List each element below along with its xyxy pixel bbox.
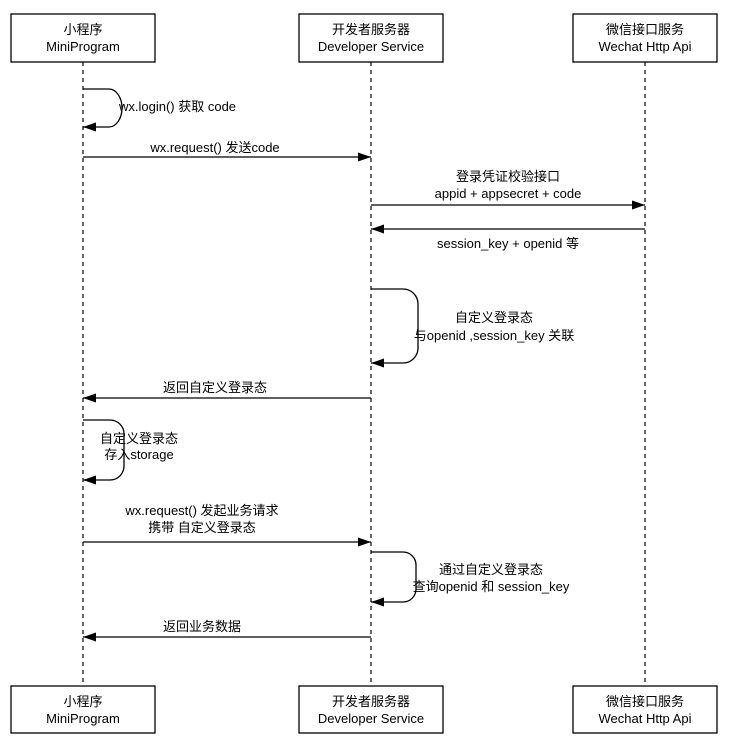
actor-name-en: Developer Service <box>318 39 424 54</box>
message-wx-login-self: wx.login() 获取 code <box>83 88 236 132</box>
actor-name-en: MiniProgram <box>46 39 120 54</box>
actor-name-en: MiniProgram <box>46 711 120 726</box>
actor-bottom-developer-service: 开发者服务器 Developer Service <box>298 685 444 734</box>
actor-box <box>10 685 156 734</box>
message-label-line2: 与openid ,session_key 关联 <box>414 328 574 343</box>
message-label: 返回自定义登录态 <box>163 380 267 395</box>
actor-top-developer-service: 开发者服务器 Developer Service <box>298 13 444 63</box>
message-label-line2: appid + appsecret + code <box>435 186 582 201</box>
actor-name-zh: 小程序 <box>63 694 102 709</box>
message-arrow <box>83 419 125 485</box>
message-label: session_key + openid 等 <box>437 236 579 251</box>
message-label: wx.request() 发送code <box>149 140 279 155</box>
message-label: wx.login() 获取 code <box>118 99 236 114</box>
actor-box <box>298 685 444 734</box>
message-label-line1: 自定义登录态 <box>100 431 178 446</box>
message-return-login-state: 返回自定义登录态 <box>83 380 371 403</box>
message-arrow <box>371 551 417 607</box>
message-business-request: wx.request() 发起业务请求 携带 自定义登录态 <box>83 503 371 547</box>
message-send-code: wx.request() 发送code <box>83 140 371 162</box>
actor-name-zh: 开发者服务器 <box>332 694 410 709</box>
actor-bottom-miniprogram: 小程序 MiniProgram <box>10 685 156 734</box>
message-query-session-self: 通过自定义登录态 查询openid 和 session_key <box>371 551 570 607</box>
message-label-line1: wx.request() 发起业务请求 <box>124 503 278 518</box>
actor-bottom-wechat-http-api: 微信接口服务 Wechat Http Api <box>572 685 718 734</box>
message-label-line1: 登录凭证校验接口 <box>456 169 560 184</box>
actor-name-zh: 微信接口服务 <box>606 22 684 37</box>
actor-top-miniprogram: 小程序 MiniProgram <box>10 13 156 63</box>
message-session-key-return: session_key + openid 等 <box>371 224 645 251</box>
message-return-business-data: 返回业务数据 <box>83 619 371 642</box>
actor-box <box>298 13 444 63</box>
message-label: 返回业务数据 <box>163 619 241 634</box>
message-label-line1: 通过自定义登录态 <box>439 562 543 577</box>
actor-name-en: Wechat Http Api <box>599 711 692 726</box>
actor-box <box>10 13 156 63</box>
actor-name-zh: 小程序 <box>63 22 102 37</box>
message-label-line2: 携带 自定义登录态 <box>148 520 256 535</box>
message-label-line1: 自定义登录态 <box>455 310 533 325</box>
actor-name-zh: 微信接口服务 <box>606 694 684 709</box>
message-store-storage-self: 自定义登录态 存入storage <box>83 419 178 485</box>
message-arrow <box>371 288 419 368</box>
actor-name-en: Developer Service <box>318 711 424 726</box>
message-arrow <box>83 88 123 132</box>
actor-top-wechat-http-api: 微信接口服务 Wechat Http Api <box>572 13 718 63</box>
actor-box <box>572 685 718 734</box>
message-label-line2: 存入storage <box>104 447 173 462</box>
actor-name-en: Wechat Http Api <box>599 39 692 54</box>
message-credential-check: 登录凭证校验接口 appid + appsecret + code <box>371 169 645 210</box>
actor-box <box>572 13 718 63</box>
actor-name-zh: 开发者服务器 <box>332 22 410 37</box>
message-custom-login-state-self: 自定义登录态 与openid ,session_key 关联 <box>371 288 574 368</box>
message-label-line2: 查询openid 和 session_key <box>413 579 570 594</box>
